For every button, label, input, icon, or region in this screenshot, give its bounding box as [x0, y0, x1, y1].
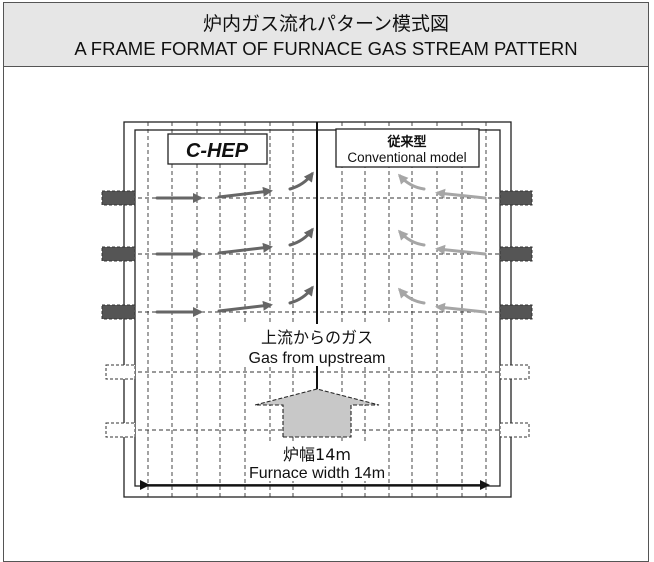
active-burner-right	[499, 246, 533, 262]
active-burner-left	[101, 190, 136, 206]
active-burner-right	[499, 190, 533, 206]
figure-header: 炉内ガス流れパターン模式図 A FRAME FORMAT OF FURNACE …	[4, 3, 648, 67]
conventional-label-en: Conventional model	[347, 150, 466, 165]
title-japanese: 炉内ガス流れパターン模式図	[202, 13, 450, 35]
active-burner-right	[499, 304, 533, 320]
width-label-en: Furnace width 14m	[249, 465, 385, 482]
c-hep-label-box	[167, 133, 268, 165]
flow-arrow-group	[155, 171, 487, 317]
inactive-burner-left	[105, 422, 136, 438]
center-label-en: Gas from upstream	[249, 350, 386, 367]
conventional-label-box	[335, 128, 480, 168]
c-hep-curl-arrow	[288, 227, 314, 247]
c-hep-flow-arrow	[217, 300, 273, 313]
c-hep-label: C-HEP	[186, 140, 249, 162]
c-hep-curl-arrow	[288, 285, 314, 305]
conventional-curl-arrow	[397, 287, 426, 305]
width-label-ja: 炉幅14m	[283, 445, 351, 464]
conventional-label-ja: 従来型	[386, 134, 426, 150]
active-burner-left	[101, 246, 136, 262]
center-label-ja: 上流からのガス	[261, 328, 373, 347]
inactive-burner-left	[105, 364, 136, 380]
conventional-flow-arrow	[435, 302, 487, 314]
title-english: A FRAME FORMAT OF FURNACE GAS STREAM PAT…	[74, 38, 578, 59]
conventional-flow-arrow	[435, 244, 487, 256]
burner-group	[101, 190, 533, 438]
furnace-diagram: C-HEP 従来型 Conventional model 上流からのガス Gas…	[101, 121, 533, 498]
width-label-backing	[249, 441, 385, 481]
inactive-burner-right	[499, 422, 530, 438]
conventional-flow-arrow	[435, 188, 487, 200]
c-hep-flow-arrow	[217, 242, 273, 255]
center-label-backing	[232, 324, 402, 366]
active-burner-left	[101, 304, 136, 320]
inactive-burner-right	[499, 364, 530, 380]
conventional-curl-arrow	[397, 229, 426, 247]
c-hep-curl-arrow	[288, 171, 314, 191]
c-hep-flow-arrow	[217, 186, 273, 199]
upstream-gas-arrow	[254, 388, 380, 438]
conventional-curl-arrow	[397, 173, 426, 191]
